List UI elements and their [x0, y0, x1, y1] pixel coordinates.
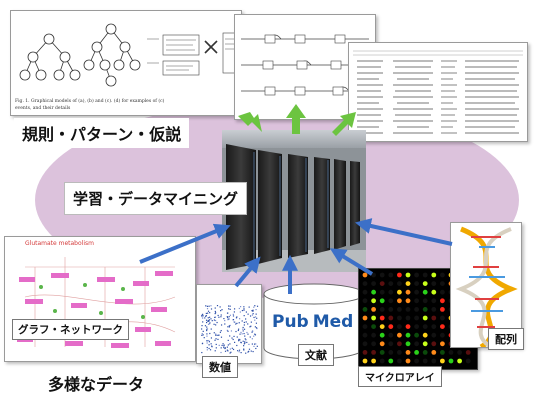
paper-caption: Fig. 1. Graphical models of (a), (b) and…	[15, 99, 165, 104]
database-cylinder	[263, 283, 365, 360]
paper-figure-card: Fig. 1. Graphical models of (a), (b) and…	[10, 10, 242, 116]
diverse-data-label: 多様なデータ	[48, 375, 145, 394]
arrow-from-microarray	[329, 248, 374, 276]
sequence-label: 配列	[488, 328, 524, 350]
arrow-from-numeric	[234, 256, 261, 288]
rules-patterns-hypotheses-label: 規則・パターン・仮説	[14, 118, 190, 148]
paper-caption-line2: events, and their details	[15, 106, 71, 111]
sequence-card	[450, 222, 522, 348]
literature-label: 文献	[298, 344, 334, 366]
microarray-label: マイクロアレイ	[358, 366, 442, 387]
network-title: Glutamate metabolism	[25, 240, 94, 247]
output-arrows	[238, 104, 356, 136]
input-arrows	[139, 218, 453, 294]
arrow-from-sequence	[354, 218, 453, 246]
numeric-label: 数値	[202, 356, 238, 378]
pubmed-logo-med: Med	[312, 312, 354, 332]
table-lines	[353, 50, 523, 134]
pubmed-logo-pub: Pub	[272, 312, 309, 332]
graph-network-label: グラフ・ネットワーク	[12, 319, 129, 340]
dna-helix	[451, 223, 521, 347]
green-arrow-right	[332, 112, 356, 136]
arrow-from-network	[139, 223, 231, 264]
learning-data-mining-label: 学習・データマイニング	[64, 182, 248, 215]
numeric-data-card	[196, 284, 262, 364]
green-arrow-left	[238, 112, 262, 132]
numeric-scatter	[201, 305, 259, 354]
green-arrow-up	[286, 104, 306, 134]
data-table-card	[348, 42, 528, 142]
pathway-lines	[241, 34, 369, 96]
